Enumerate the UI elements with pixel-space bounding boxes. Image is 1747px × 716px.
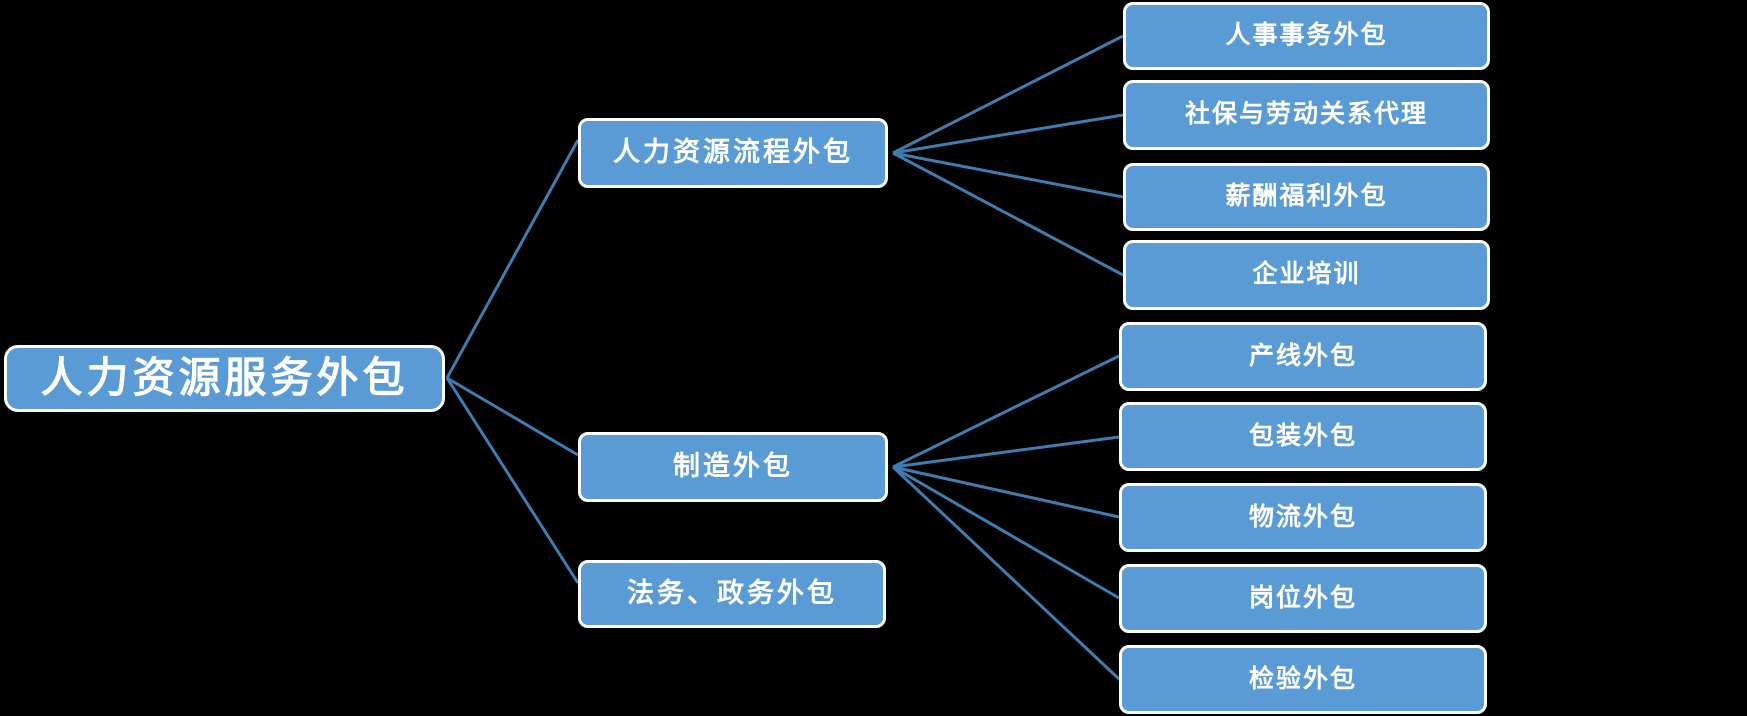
branch-node-hr-process[interactable]: 人力资源流程外包 xyxy=(578,118,888,188)
node-label: 岗位外包 xyxy=(1248,583,1357,612)
connector-hr-process-to-compensation xyxy=(892,151,1124,199)
branch-node-legal-affairs[interactable]: 法务、政务外包 xyxy=(578,560,886,628)
connector-hr-process-to-hr-affairs xyxy=(892,34,1124,155)
connector-manufacturing-to-position xyxy=(892,465,1120,600)
connector-manufacturing-to-logistics xyxy=(892,465,1120,519)
node-label: 企业培训 xyxy=(1252,260,1361,289)
connector-hr-process-to-training xyxy=(892,151,1124,277)
leaf-node-hr-affairs[interactable]: 人事事务外包 xyxy=(1123,2,1490,70)
leaf-node-compensation[interactable]: 薪酬福利外包 xyxy=(1123,163,1490,231)
node-label: 人力资源流程外包 xyxy=(613,137,853,168)
node-label: 包装外包 xyxy=(1248,421,1357,450)
leaf-node-position[interactable]: 岗位外包 xyxy=(1119,564,1487,633)
node-label: 法务、政务外包 xyxy=(627,578,837,609)
node-label: 薪酬福利外包 xyxy=(1225,182,1388,211)
connector-root-to-legal-affairs xyxy=(445,377,580,584)
node-label: 制造外包 xyxy=(673,451,793,482)
connector-hr-process-to-social-insurance xyxy=(892,113,1124,155)
connector-root-to-hr-process xyxy=(445,139,580,379)
leaf-node-inspection[interactable]: 检验外包 xyxy=(1119,645,1487,714)
node-label: 产线外包 xyxy=(1248,341,1357,370)
connector-root-to-manufacturing xyxy=(446,376,579,457)
node-label: 检验外包 xyxy=(1248,664,1357,693)
connector-manufacturing-to-production-line xyxy=(892,354,1120,469)
branch-node-manufacturing[interactable]: 制造外包 xyxy=(578,432,888,502)
connector-manufacturing-to-inspection xyxy=(891,465,1121,681)
node-label: 人力资源服务外包 xyxy=(40,354,409,402)
leaf-node-training[interactable]: 企业培训 xyxy=(1123,240,1490,310)
leaf-node-social-insurance[interactable]: 社保与劳动关系代理 xyxy=(1123,80,1490,150)
node-label: 社保与劳动关系代理 xyxy=(1184,100,1428,129)
leaf-node-production-line[interactable]: 产线外包 xyxy=(1119,322,1487,391)
node-label: 人事事务外包 xyxy=(1225,21,1388,50)
root-node-root[interactable]: 人力资源服务外包 xyxy=(4,345,445,412)
node-label: 物流外包 xyxy=(1248,502,1357,531)
leaf-node-packaging[interactable]: 包装外包 xyxy=(1119,402,1487,471)
connector-manufacturing-to-packaging xyxy=(892,435,1120,469)
leaf-node-logistics[interactable]: 物流外包 xyxy=(1119,483,1487,552)
